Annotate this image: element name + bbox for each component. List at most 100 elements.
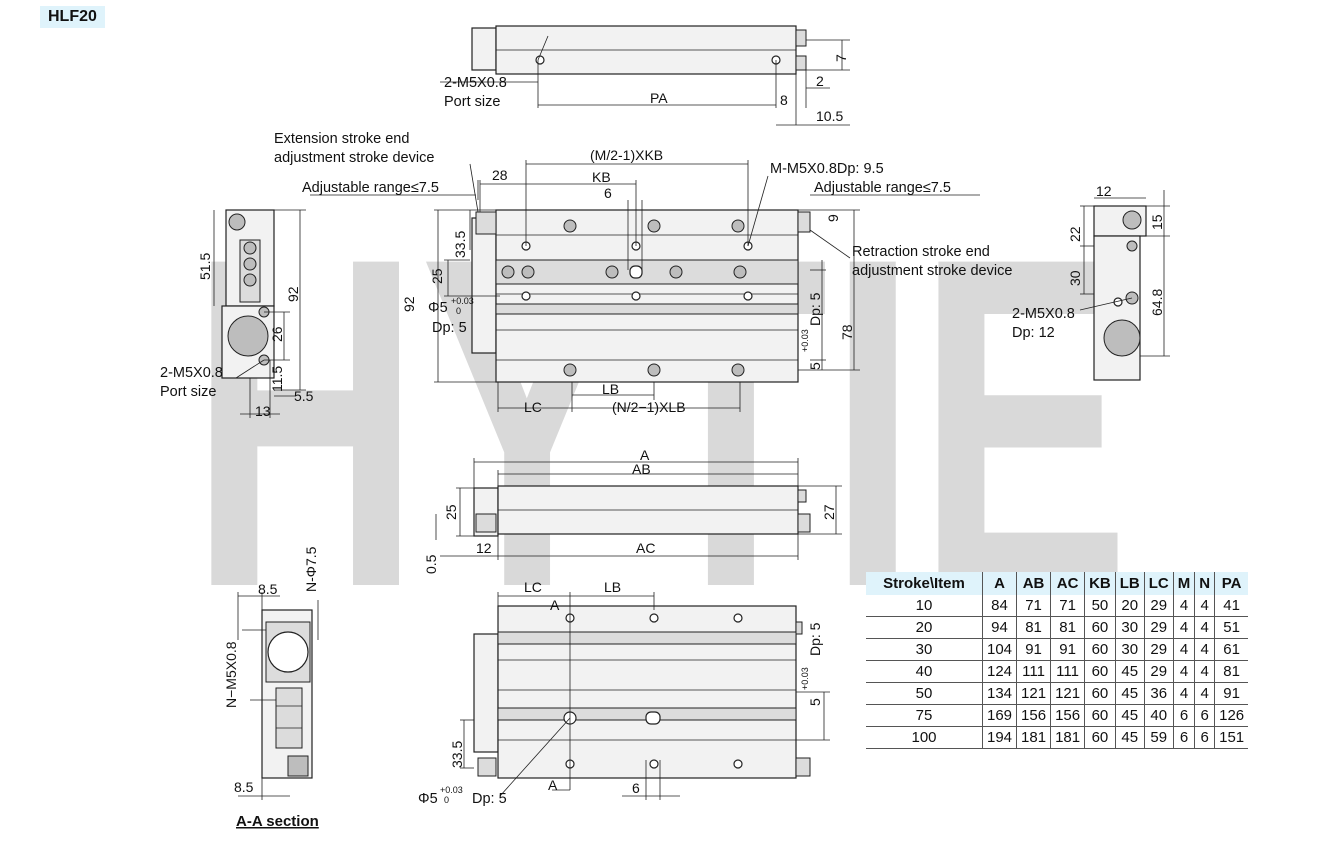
a-bot-marker: A [548, 777, 558, 793]
table-cell: 75 [866, 704, 983, 727]
tol-front: +0.03 [451, 296, 474, 306]
table-cell: 61 [1214, 638, 1249, 661]
adj-range-left: Adjustable range≤7.5 [302, 180, 439, 196]
dim-12-right: 12 [1096, 183, 1112, 199]
top-view: 2-M5X0.8 Port size PA 8 2 7 10.5 [440, 25, 850, 126]
dim-55: 5.5 [294, 388, 314, 404]
table-cell: 4 [1172, 595, 1195, 617]
table-cell: 6 [1194, 726, 1215, 749]
right-view: 12 22 15 30 64.8 2-M5X0.8 Dp: 12 [1012, 183, 1170, 381]
table-cell: 45 [1114, 682, 1145, 705]
col-a: A [981, 572, 1017, 595]
dim-92-left: 92 [285, 286, 301, 302]
table-cell: 4 [1172, 638, 1195, 661]
table-cell: 4 [1172, 616, 1195, 639]
table-cell: 60 [1084, 660, 1116, 683]
page-title: HLF20 [40, 6, 105, 28]
dim-648: 64.8 [1149, 289, 1165, 316]
table-cell: 94 [981, 616, 1017, 639]
table-cell: 60 [1084, 704, 1116, 727]
col-pa: PA [1214, 572, 1249, 595]
table-cell: 41 [1214, 595, 1249, 617]
dim-27: 27 [821, 504, 837, 520]
dim-lb-bottom: LB [604, 579, 621, 595]
table-cell: 6 [1194, 704, 1215, 727]
table-cell: 30 [1114, 638, 1145, 661]
ret-label-2: adjustment stroke device [852, 263, 1012, 279]
tol0-front: 0 [456, 306, 461, 316]
table-cell: 60 [1084, 726, 1116, 749]
dim-25-side: 25 [443, 504, 459, 520]
table-cell: 71 [1016, 595, 1051, 617]
dp5-bottom: Dp: 5 [807, 622, 823, 656]
dim-lc-bottom: LC [524, 579, 542, 595]
dim-15: 15 [1149, 214, 1165, 230]
spec-header-row: Stroke\Item A AB AC KB LB LC M N PA [866, 572, 1249, 595]
table-cell: 60 [1084, 638, 1116, 661]
ext-label-1: Extension stroke end [274, 131, 409, 147]
table-cell: 81 [1050, 616, 1085, 639]
table-cell: 29 [1143, 660, 1174, 683]
table-cell: 29 [1143, 595, 1174, 617]
phi5-front: Φ5 [428, 300, 448, 316]
table-cell: 156 [1016, 704, 1051, 727]
dim-05: 0.5 [423, 554, 439, 574]
m-label: M-M5X0.8Dp: 9.5 [770, 161, 884, 177]
table-cell: 6 [1172, 726, 1195, 749]
table-cell: 30 [1114, 616, 1145, 639]
top-port-sub: Port size [444, 94, 500, 110]
table-cell: 126 [1214, 704, 1249, 727]
col-lc: LC [1143, 572, 1174, 595]
col-lb: LB [1114, 572, 1145, 595]
table-cell: 29 [1143, 616, 1174, 639]
dim-a-side: A [640, 447, 650, 463]
table-cell: 71 [1050, 595, 1085, 617]
dim-12-side: 12 [476, 540, 492, 556]
dim-pa: PA [650, 90, 668, 106]
table-cell: 181 [1050, 726, 1085, 749]
dim-26: 26 [269, 326, 285, 342]
table-cell: 20 [866, 616, 983, 639]
table-cell: 29 [1143, 638, 1174, 661]
dp5-front: Dp: 5 [432, 320, 467, 336]
dim-8-top: 8 [780, 92, 788, 108]
table-cell: 4 [1172, 660, 1195, 683]
dim-25-front: 25 [429, 268, 445, 284]
dp-bottom-label: Dp: 5 [472, 791, 507, 807]
table-cell: 81 [1016, 616, 1051, 639]
col-stroke: Stroke\Item [866, 572, 983, 595]
a-top-marker: A [550, 597, 560, 613]
top-port-label: 2-M5X0.8 [444, 75, 507, 91]
ret-label-1: Retraction stroke end [852, 244, 990, 260]
dim-13: 13 [255, 403, 271, 419]
bottom-view: LC LB A A Dp: 5 5 +0.03 33.5 Φ5 +0.03 0 … [418, 579, 830, 807]
dim-335-front: 33.5 [452, 231, 468, 258]
table-cell: 4 [1194, 682, 1215, 705]
table-cell: 51 [1214, 616, 1249, 639]
col-ab: AB [1016, 572, 1051, 595]
table-cell: 181 [1016, 726, 1051, 749]
table-cell: 84 [981, 595, 1017, 617]
adj-range-right: Adjustable range≤7.5 [814, 180, 951, 196]
dim-30: 30 [1067, 270, 1083, 286]
side-view: A AB AC 25 27 0.5 12 [423, 447, 842, 574]
dim-22: 22 [1067, 226, 1083, 242]
table-cell: 194 [981, 726, 1017, 749]
tol-bottom-2: +0.03 [440, 785, 463, 795]
dim-7-top: 7 [833, 54, 849, 62]
dim-92-front: 92 [401, 296, 417, 312]
dim-28: 28 [492, 167, 508, 183]
table-cell: 151 [1214, 726, 1249, 749]
table-cell: 91 [1016, 638, 1051, 661]
table-cell: 91 [1214, 682, 1249, 705]
col-m: M [1172, 572, 1195, 595]
table-cell: 91 [1050, 638, 1085, 661]
table-cell: 111 [1016, 660, 1051, 683]
table-cell: 45 [1114, 726, 1145, 749]
ext-label-2: adjustment stroke device [274, 150, 434, 166]
